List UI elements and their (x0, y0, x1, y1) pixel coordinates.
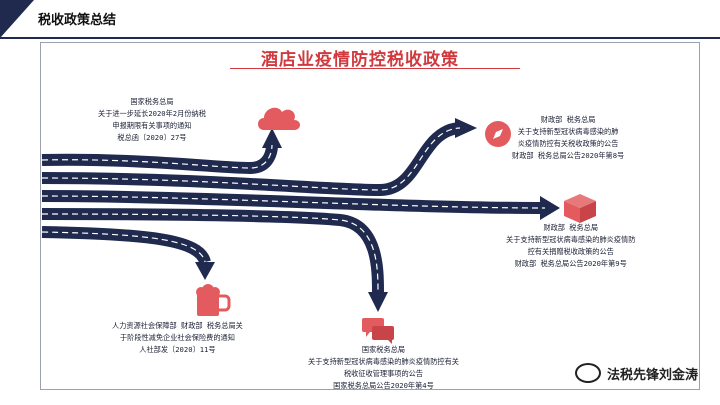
policy-note-1: 国家税务总局 关于进一步延长2020年2月份纳税 申报期限有关事项的通知 税总函… (98, 97, 206, 142)
slide-title: 酒店业疫情防控税收政策 (261, 50, 459, 70)
road-to-cloud (41, 144, 278, 175)
arrow-head-box (540, 196, 560, 220)
watermark-text: 法税先锋刘金涛 (606, 367, 698, 383)
compass-icon (485, 121, 511, 147)
header-divider (0, 37, 720, 39)
policy-note-2: 财政部 税务总局 关于支持新型冠状病毒感染的肺 炎疫情防控有关税收政策的公告 财… (512, 115, 625, 160)
policy-note-4: 人力资源社会保障部 财政部 税务总局关 于阶段性减免企业社会保险费的通知 人社部… (112, 321, 243, 354)
content-frame (40, 42, 700, 390)
policy-note-3: 财政部 税务总局 关于支持新型冠状病毒感染的肺炎疫情防 控有关捐赠税收政策的公告… (506, 223, 636, 268)
box-icon (564, 194, 596, 223)
header-accent (0, 0, 34, 38)
road-to-beer (41, 226, 211, 265)
cloud-icon (258, 107, 300, 130)
chat-bubbles-icon (362, 318, 394, 344)
title-underline (230, 68, 520, 69)
road-to-chat (41, 208, 384, 293)
arrow-head-beer (195, 262, 215, 280)
wechat-icon (574, 363, 601, 383)
page-title: 税收政策总结 (38, 13, 117, 28)
policy-note-5: 国家税务总局 关于支持新型冠状病毒感染的肺炎疫情防控有关 税收征收管理事项的公告… (308, 345, 459, 390)
beer-mug-icon (196, 284, 231, 316)
arrow-head-compass (455, 118, 477, 138)
arrow-head-chat (368, 292, 388, 312)
arrow-head-cloud (262, 128, 282, 148)
watermark: 法税先锋刘金涛 (574, 363, 698, 383)
